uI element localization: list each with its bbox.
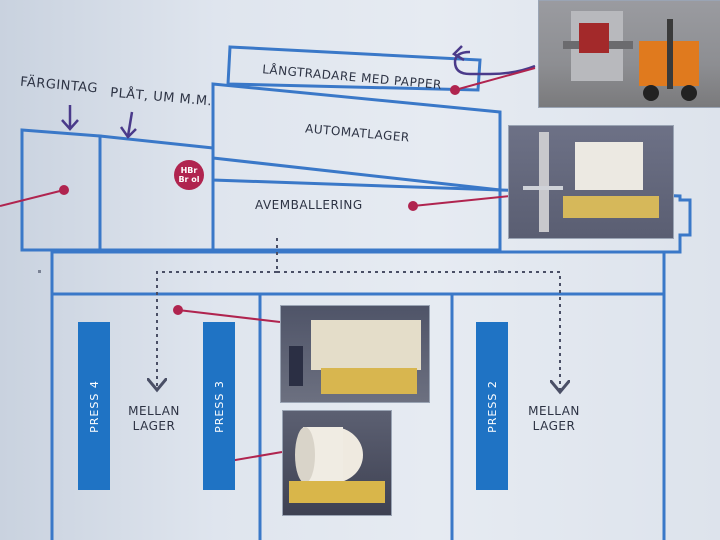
forklift-photo	[538, 0, 720, 108]
pin-reel	[173, 305, 183, 315]
pin-intake	[59, 185, 69, 195]
press-3: PRESS 3	[203, 322, 235, 490]
pin-line-intake	[0, 189, 65, 207]
route-right	[277, 271, 560, 390]
route-left	[157, 271, 277, 388]
press-4: PRESS 4	[78, 322, 110, 490]
transfer-corridor	[50, 250, 666, 296]
plat-arrow	[119, 111, 137, 139]
truck-return-arrow	[451, 45, 536, 76]
plate-room-outline	[98, 134, 215, 252]
press-2: PRESS 2	[476, 322, 508, 490]
reel-handling-photo	[280, 305, 430, 403]
fargintag-arrow	[61, 105, 79, 131]
unpacking-extension	[499, 188, 692, 254]
unpacking-photo	[508, 125, 674, 239]
corridor-mark-1	[38, 270, 41, 273]
pin-truck	[450, 85, 460, 95]
corridor-mark-2	[498, 270, 501, 273]
truck-bay-outline	[226, 45, 482, 92]
press-hall-outline	[50, 292, 666, 540]
unpacking-label: AVEMBALLERING	[255, 198, 363, 212]
pin-line-truck	[454, 67, 536, 91]
pin-unpacking	[408, 201, 418, 211]
paper-reel-photo	[282, 410, 392, 516]
pin-line-unpacking	[412, 195, 511, 207]
pin-line-reel	[177, 309, 281, 323]
